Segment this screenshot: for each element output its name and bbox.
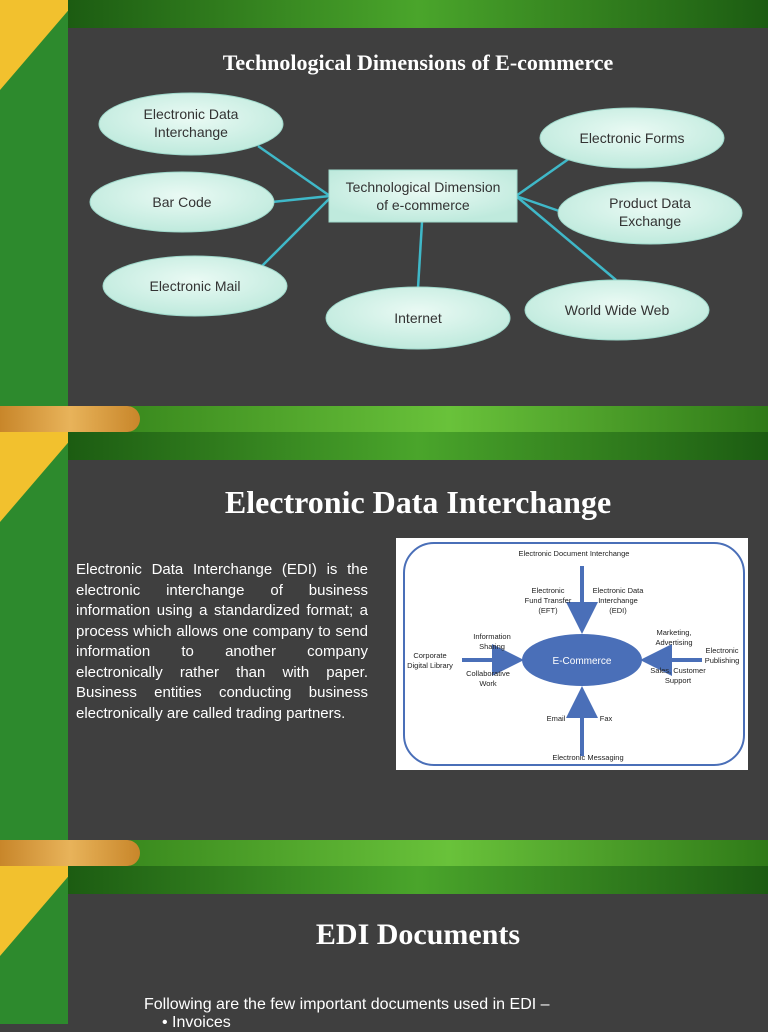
label-eft-3: (EFT) — [538, 606, 558, 615]
label-messaging: Electronic Messaging — [552, 753, 623, 762]
label-edi-1: Electronic Data — [593, 586, 645, 595]
node-barcode-label: Bar Code — [152, 194, 211, 210]
ecommerce-label: E-Commerce — [553, 656, 612, 667]
left-stripe — [0, 432, 68, 840]
separator-band-1 — [0, 406, 768, 432]
label-fax: Fax — [600, 714, 613, 723]
separator-gold — [0, 406, 140, 432]
slide3-title: EDI Documents — [315, 918, 521, 951]
label-collab-2: Work — [479, 679, 497, 688]
edi-documents-intro: Following are the few important document… — [144, 996, 550, 1013]
edi-definition: Electronic Data Interchange (EDI) is the… — [76, 561, 368, 722]
left-stripe — [0, 0, 68, 406]
tech-dimension-diagram: Technological Dimension of e-commerce El… — [89, 92, 743, 350]
node-pde-line1: Product Data — [609, 195, 691, 211]
label-corporate-1: Corporate — [413, 651, 446, 660]
node-edi — [98, 92, 284, 156]
connector-www — [515, 195, 617, 281]
left-stripe — [0, 866, 68, 1024]
separator-gold — [0, 840, 140, 866]
label-marketing-2: Advertising — [655, 638, 692, 647]
top-band — [68, 432, 768, 460]
top-band — [68, 0, 768, 28]
edi-documents-list: Following are the few important document… — [144, 996, 550, 1032]
center-label-line2: of e-commerce — [376, 197, 470, 213]
connector-pde — [515, 194, 563, 214]
node-edi-line2: Interchange — [154, 124, 228, 140]
slide-edi: Electronic Data Interchange — [0, 432, 768, 840]
connector-email — [261, 197, 331, 267]
label-info-2: Sharing — [479, 642, 505, 651]
center-label-line1: Technological Dimension — [346, 179, 501, 195]
node-email — [102, 255, 288, 317]
separator-band-2 — [0, 840, 768, 866]
node-internet — [325, 286, 511, 350]
top-band — [68, 866, 768, 894]
label-eft-2: Fund Transfer — [525, 596, 572, 605]
ecommerce-edi-diagram: E-Commerce Electronic Document Interchan… — [396, 538, 748, 770]
label-doc-interchange: Electronic Document Interchange — [519, 549, 630, 558]
node-forms-label: Electronic Forms — [579, 130, 684, 146]
ecommerce-ellipse — [522, 634, 642, 686]
label-marketing-1: Marketing, — [656, 628, 691, 637]
yellow-corner — [0, 866, 68, 956]
center-box — [328, 169, 518, 223]
node-www — [524, 279, 710, 341]
label-edi-3: (EDI) — [609, 606, 627, 615]
node-forms — [539, 107, 725, 169]
node-www-label: World Wide Web — [565, 302, 670, 318]
edi-document-item: • Invoices — [162, 1014, 231, 1031]
label-corporate-2: Digital Library — [407, 661, 453, 670]
node-edi-line1: Electronic Data — [144, 106, 239, 122]
slide-tech-dimensions: Technological Dimensions of E-commerce T… — [0, 0, 768, 406]
connector-internet — [416, 221, 424, 289]
node-barcode — [89, 171, 275, 233]
label-collab-1: Collaborative — [466, 669, 510, 678]
label-email: Email — [547, 714, 566, 723]
connector-edi — [257, 144, 331, 198]
label-sales-1: Sales, Customer — [650, 666, 706, 675]
slide1-title: Technological Dimensions of E-commerce — [222, 50, 614, 75]
label-eft-1: Electronic — [532, 586, 565, 595]
connectors — [257, 144, 617, 289]
slide-edi-documents: EDI Documents — [0, 866, 768, 1024]
label-sales-2: Support — [665, 676, 692, 685]
slide2-title: Electronic Data Interchange — [224, 484, 612, 520]
node-pde-line2: Exchange — [619, 213, 681, 229]
label-info-1: Information — [473, 632, 511, 641]
label-publishing-1: Electronic — [706, 646, 739, 655]
separator-green — [130, 840, 768, 866]
edi-document-item-label: Invoices — [172, 1014, 231, 1031]
label-publishing-2: Publishing — [705, 656, 740, 665]
connector-forms — [515, 156, 571, 198]
node-email-label: Electronic Mail — [149, 278, 240, 294]
node-pde — [557, 181, 743, 245]
yellow-corner — [0, 432, 68, 522]
separator-green — [130, 406, 768, 432]
node-internet-label: Internet — [394, 310, 442, 326]
connector-barcode — [271, 194, 331, 204]
label-edi-2: Interchange — [598, 596, 638, 605]
